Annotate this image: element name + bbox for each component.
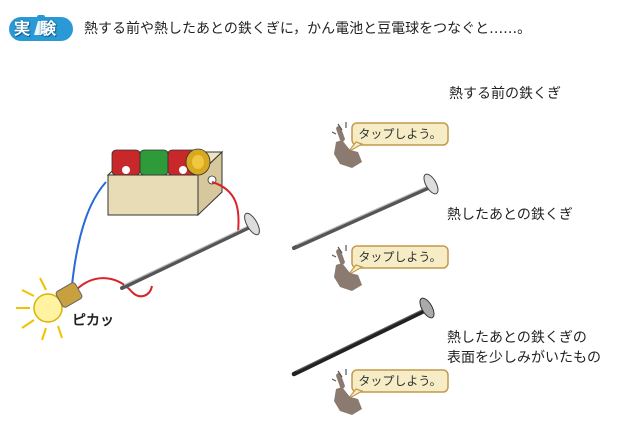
circuit-nail [120, 212, 260, 290]
flask-icon [34, 21, 48, 35]
pointing-hand-icon [334, 126, 362, 168]
bulb [16, 277, 83, 341]
tap-button-before[interactable]: タップしよう。 [332, 122, 452, 170]
tap-button-label: タップしよう。 [358, 127, 442, 141]
tap-button-polished[interactable]: タップしよう。 [332, 369, 452, 417]
tap-button-after[interactable]: タップしよう。 [332, 245, 452, 293]
badge-shape [9, 15, 73, 41]
tap-button-label: タップしよう。 [358, 250, 442, 264]
nail-after-heating [291, 297, 435, 377]
badge-label: 実験 [14, 19, 67, 38]
tap-button-label: タップしよう。 [358, 374, 442, 388]
pointing-hand-icon [334, 249, 362, 291]
bulb-caption: ピカッ [72, 313, 114, 329]
pointing-hand-icon [334, 373, 362, 415]
battery-box [106, 148, 224, 217]
experiment-badge: 実験 [8, 15, 74, 43]
sample-label-before: 熱する前の鉄くぎ [449, 86, 561, 102]
sample-label-polished-line2: 表面を少しみがいたもの [447, 350, 601, 366]
sample-label-polished-line1: 熱したあとの鉄くぎの [447, 330, 587, 346]
page-title: 熱する前や熱したあとの鉄くぎに，かん電池と豆電球をつなぐと……。 [84, 21, 532, 37]
nail-before-heating [292, 173, 439, 250]
sample-label-after: 熱したあとの鉄くぎ [447, 207, 573, 223]
